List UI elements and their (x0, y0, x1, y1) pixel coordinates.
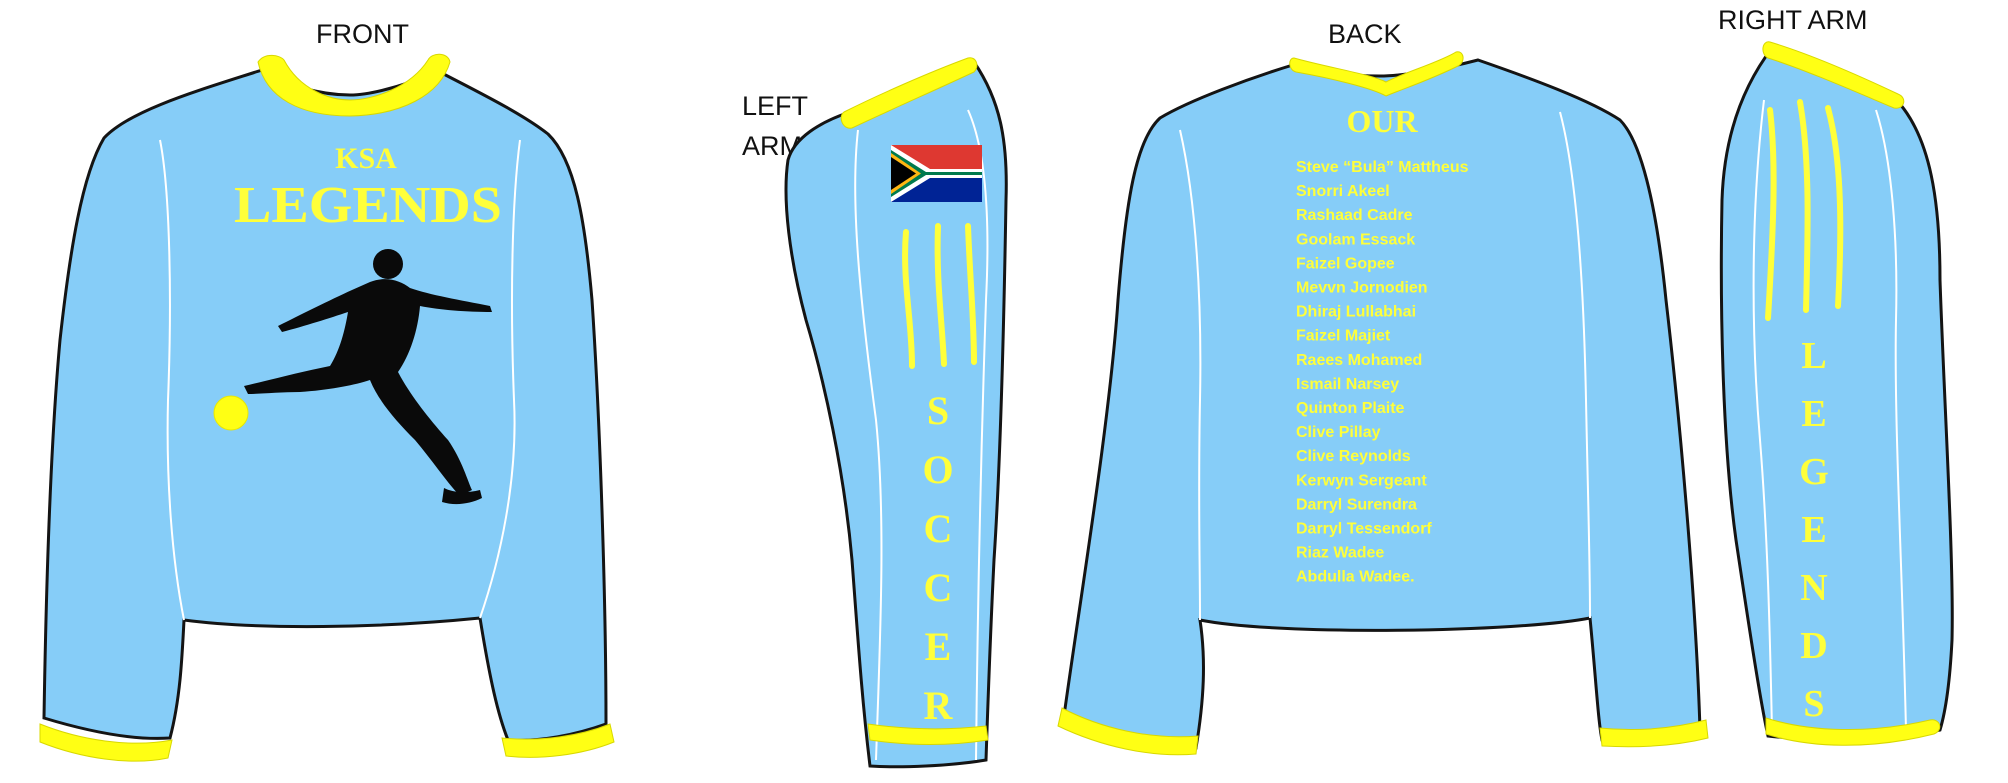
right-sleeve-word-letter: G (1799, 451, 1829, 493)
back-name-item: Clive Reynolds (1296, 448, 1411, 465)
left-sleeve-body (784, 60, 1008, 769)
back-name-item: Dhiraj Lullabhai (1296, 304, 1416, 321)
right-sleeve-word-letter: N (1800, 567, 1827, 609)
right-arm-view: LEGENDS (1719, 41, 1954, 746)
back-cuff-left (1057, 707, 1199, 756)
front-seam-right (479, 139, 521, 619)
right-sleeve-word-letter: D (1800, 625, 1827, 667)
right-sleeve-word-letter: E (1801, 509, 1826, 551)
soccer-ball (213, 395, 249, 431)
back-name-item: Riaz Wadee (1296, 545, 1384, 562)
right-sleeve-cuff (1765, 717, 1941, 746)
view-label-front: FRONT (316, 19, 409, 49)
front-view: KSA LEGENDS (39, 53, 615, 762)
front-cuff-right (501, 723, 615, 758)
front-seam-left (159, 139, 185, 621)
left-sleeve-word-letter: R (924, 683, 954, 728)
front-collar (257, 53, 451, 117)
back-name-item: Faizel Majiet (1296, 328, 1391, 345)
back-name-item: Raees Mohamed (1296, 352, 1422, 369)
back-collar (1289, 51, 1464, 97)
back-name-item: Darryl Surendra (1296, 496, 1417, 513)
left-sleeve-stripes (902, 223, 977, 369)
front-shirt-body (42, 68, 608, 742)
right-sleeve-word-letter: S (1803, 683, 1824, 725)
view-label-right-arm: RIGHT ARM (1718, 5, 1868, 35)
front-cuff-left (39, 723, 173, 762)
left-sleeve-shoulder-trim (840, 57, 978, 129)
back-name-item: Snorri Akeel (1296, 183, 1390, 200)
left-sleeve-seam-inner (967, 109, 989, 761)
back-seam-left (1179, 129, 1202, 621)
back-heading: OUR (1346, 103, 1418, 139)
right-sleeve-word: LEGENDS (1799, 335, 1829, 725)
front-team-small: KSA (335, 142, 397, 175)
back-seam-right (1559, 111, 1591, 619)
back-name-item: Ismail Narsey (1296, 376, 1399, 393)
back-name-item: Kerwyn Sergeant (1296, 472, 1427, 489)
back-name-item: Darryl Tessendorf (1296, 521, 1432, 538)
left-sleeve-seam-outer (854, 129, 883, 761)
back-name-item: Clive Pillay (1296, 424, 1381, 441)
right-sleeve-shoulder-trim (1762, 41, 1905, 109)
left-sleeve-word-letter: O (922, 447, 953, 492)
front-team-large: LEGENDS (234, 177, 502, 234)
right-sleeve-word-letter: E (1801, 393, 1826, 435)
right-sleeve-word-letter: L (1801, 335, 1826, 377)
back-cuff-right (1599, 719, 1709, 748)
left-sleeve-word-letter: S (927, 388, 949, 433)
view-label-left-arm-line-1: LEFT (742, 91, 809, 121)
back-name-item: Faizel Gopee (1296, 255, 1395, 272)
right-sleeve-seam-outer (1875, 109, 1907, 731)
back-name-item: Quinton Plaite (1296, 400, 1405, 417)
soccer-player-silhouette-icon (244, 249, 492, 505)
back-name-item: Abdulla Wadee. (1296, 569, 1415, 586)
right-sleeve-stripes (1765, 99, 1844, 321)
back-name-item: Steve “Bula” Mattheus (1296, 159, 1469, 176)
left-sleeve-word-letter: E (925, 624, 952, 669)
back-name-item: Goolam Essack (1296, 231, 1415, 248)
left-sleeve-word-letter: C (924, 565, 953, 610)
right-sleeve-seam (1752, 99, 1773, 731)
view-label-back: BACK (1328, 19, 1402, 49)
south-africa-flag-icon (891, 145, 982, 202)
left-sleeve-cuff (867, 723, 989, 745)
left-sleeve-word-letter: C (924, 506, 953, 551)
back-name-item: Rashaad Cadre (1296, 207, 1413, 224)
back-name-item: Mevvn Jornodien (1296, 280, 1428, 297)
